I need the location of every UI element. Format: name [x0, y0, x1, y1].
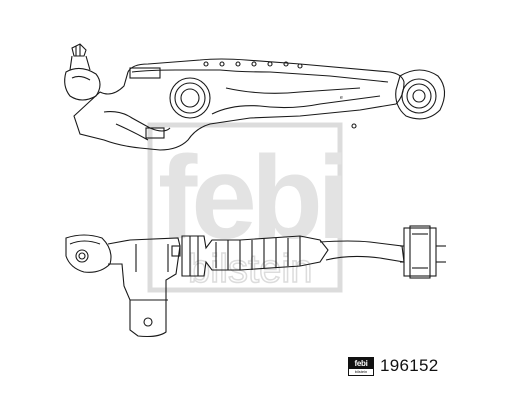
badge-febi: febi — [349, 358, 373, 369]
rear-bushing-side — [400, 225, 446, 279]
rivet-holes — [203, 61, 303, 69]
side-bracket — [107, 237, 181, 338]
control-arm-top-view: e — [64, 43, 446, 151]
watermark-febi: febi — [158, 132, 344, 264]
control-arm-side-view — [65, 225, 446, 338]
watermark-logo: febi bilstein — [147, 122, 350, 293]
center-bushing — [169, 77, 211, 119]
arm-rod — [319, 240, 405, 263]
badge-bilstein: bilstein — [354, 369, 368, 374]
rear-bushing-top — [395, 69, 446, 120]
part-number: 196152 — [380, 356, 439, 375]
svg-text:e: e — [340, 95, 343, 101]
ball-joint-stud — [64, 43, 101, 101]
arm-body-outline — [73, 58, 405, 151]
brand-badge: febi bilstein — [348, 357, 374, 376]
bellows-boot — [181, 235, 329, 277]
ball-joint-side — [65, 234, 112, 273]
bracket-hole — [143, 317, 153, 327]
